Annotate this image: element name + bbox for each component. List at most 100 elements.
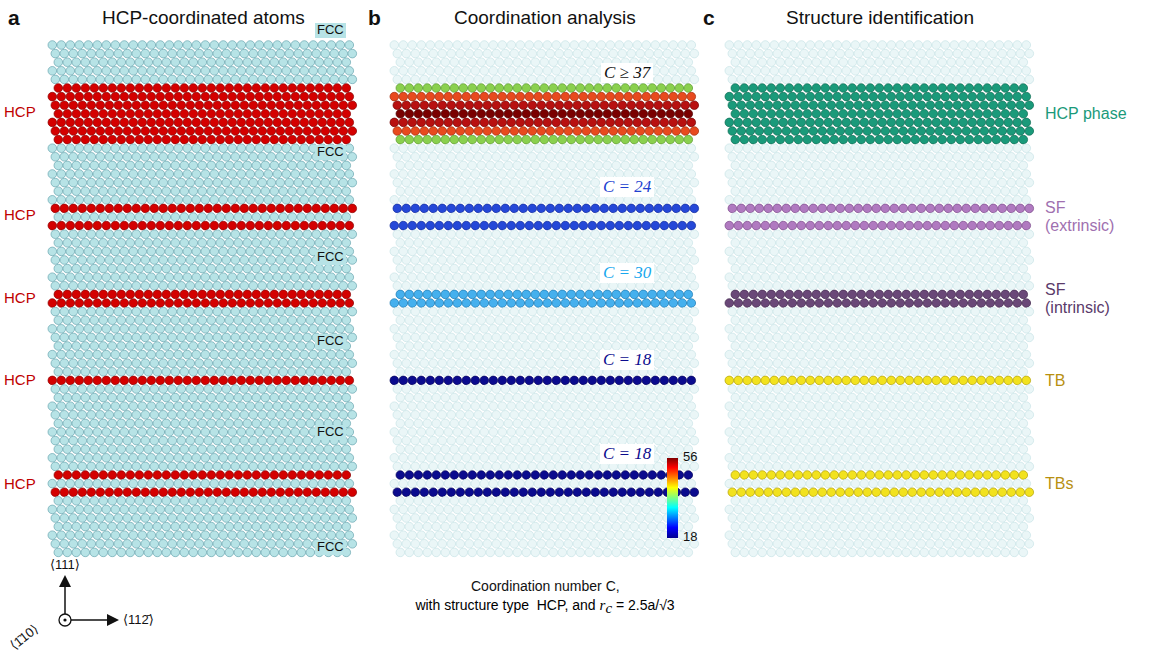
atom <box>120 325 129 334</box>
atom <box>48 479 57 488</box>
atom <box>111 41 120 50</box>
atom <box>300 505 309 514</box>
atom <box>288 290 297 299</box>
atom <box>180 471 189 480</box>
atom <box>135 135 144 144</box>
atom <box>171 58 180 67</box>
atom <box>126 161 135 170</box>
atom <box>276 307 285 316</box>
atom <box>96 462 105 471</box>
atom <box>213 101 222 110</box>
atom <box>144 316 153 325</box>
atom <box>288 110 297 119</box>
atom <box>93 273 102 282</box>
atom <box>192 196 201 205</box>
atom <box>240 359 249 368</box>
atom <box>201 531 210 540</box>
atom <box>249 462 258 471</box>
atom <box>282 221 291 230</box>
atom <box>198 368 207 377</box>
atom <box>288 316 297 325</box>
atom <box>144 290 153 299</box>
atom <box>144 187 153 196</box>
atom <box>348 49 357 58</box>
atom <box>273 428 282 437</box>
atom <box>228 325 237 334</box>
atom <box>249 282 258 291</box>
atom <box>162 161 171 170</box>
atom <box>330 307 339 316</box>
atom <box>294 540 303 549</box>
atom <box>102 196 111 205</box>
atom <box>213 462 222 471</box>
atom <box>57 67 66 76</box>
atom <box>324 290 333 299</box>
atom <box>258 204 267 213</box>
atom <box>291 247 300 256</box>
atom <box>255 454 264 463</box>
atom <box>69 49 78 58</box>
atom <box>48 170 57 179</box>
atom <box>273 402 282 411</box>
atom <box>159 436 168 445</box>
atom <box>81 342 90 351</box>
atom <box>165 221 174 230</box>
atom <box>156 402 165 411</box>
atom <box>345 299 354 308</box>
atom <box>288 445 297 454</box>
atom <box>339 230 348 239</box>
atom <box>171 264 180 273</box>
atom <box>177 204 186 213</box>
atom <box>186 359 195 368</box>
atom <box>120 144 129 153</box>
atom <box>201 118 210 127</box>
atom <box>168 385 177 394</box>
atom <box>102 531 111 540</box>
atom <box>249 411 258 420</box>
atom <box>120 350 129 359</box>
atom <box>171 368 180 377</box>
atom <box>162 110 171 119</box>
atom <box>189 239 198 248</box>
atom <box>162 84 171 93</box>
atom <box>93 247 102 256</box>
atom <box>243 471 252 480</box>
atom <box>234 84 243 93</box>
atom <box>108 497 117 506</box>
atom <box>129 428 138 437</box>
atom <box>189 368 198 377</box>
atom <box>84 428 93 437</box>
atom <box>306 213 315 222</box>
atom <box>258 282 267 291</box>
atom <box>57 92 66 101</box>
atom <box>279 419 288 428</box>
atom <box>189 522 198 531</box>
atom <box>51 153 60 162</box>
atom <box>270 213 279 222</box>
atom <box>138 221 147 230</box>
atom <box>309 479 318 488</box>
atom <box>318 325 327 334</box>
atom <box>282 196 291 205</box>
atom <box>51 49 60 58</box>
atom <box>201 273 210 282</box>
atom <box>63 522 72 531</box>
atom <box>204 514 213 523</box>
atom <box>78 49 87 58</box>
atom <box>81 264 90 273</box>
atom <box>276 178 285 187</box>
atom <box>195 411 204 420</box>
atom <box>306 264 315 273</box>
atom <box>342 84 351 93</box>
atom <box>282 479 291 488</box>
atom <box>285 282 294 291</box>
atom <box>303 540 312 549</box>
atom <box>129 144 138 153</box>
atom <box>153 135 162 144</box>
atom <box>261 58 270 67</box>
atom <box>177 282 186 291</box>
atom <box>75 221 84 230</box>
atom <box>300 247 309 256</box>
atom <box>60 514 69 523</box>
atom <box>279 368 288 377</box>
